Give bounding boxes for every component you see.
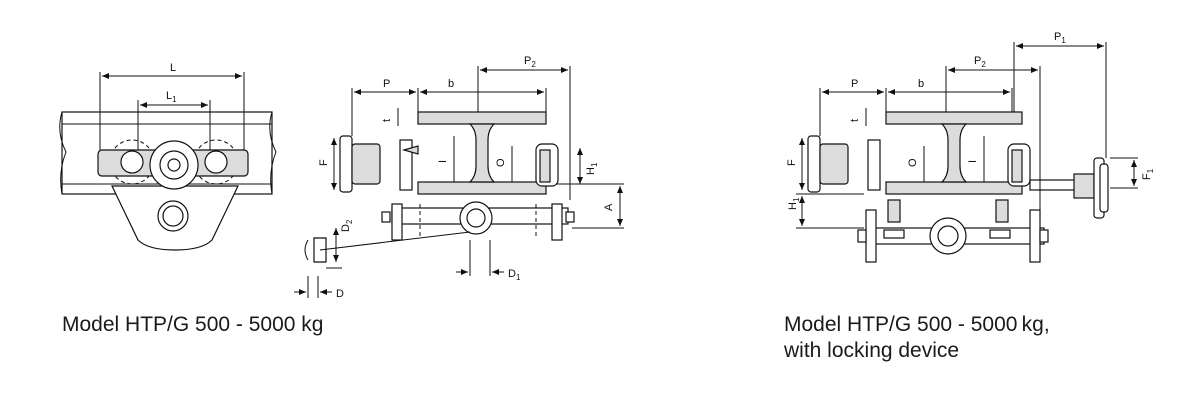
dim-P2-right: P2 — [974, 55, 986, 69]
dim-t: t — [381, 119, 393, 122]
front-view-trolley: P b P2 t F H1 A I O D2 D1 D — [294, 55, 624, 300]
caption-model-htp-g-locking: Model HTP/G 500 - 5000 kg, with locking … — [784, 312, 1050, 364]
caption-right-line1: Model HTP/G 500 - 5000 kg, — [784, 313, 1050, 336]
dim-I: I — [437, 160, 449, 163]
dim-F-right: F — [786, 159, 798, 166]
dim-O: O — [495, 158, 507, 167]
dim-O-right: O — [907, 158, 919, 167]
dim-b: b — [448, 78, 454, 90]
dim-t-right: t — [849, 119, 861, 122]
front-view-locking-device: P b P2 P1 t F H1 O I F1 — [786, 31, 1155, 263]
dim-F1: F1 — [1141, 168, 1155, 180]
caption-left-text: Model HTP/G 500 - 5000 kg — [62, 313, 324, 336]
side-view-trolley: L L1 — [59, 62, 277, 251]
dim-D1: D1 — [508, 268, 521, 282]
dim-P: P — [383, 78, 390, 90]
dim-P1: P1 — [1054, 31, 1066, 45]
dim-b-right: b — [918, 78, 924, 90]
dim-F: F — [318, 159, 330, 166]
dim-H1: H1 — [585, 162, 599, 175]
dim-L: L — [170, 62, 176, 74]
dim-A: A — [603, 203, 615, 211]
dim-P-right: P — [851, 78, 858, 90]
dim-D: D — [336, 288, 344, 300]
dim-L1: L1 — [166, 90, 177, 104]
dim-I-right: I — [967, 160, 979, 163]
dim-H1-right: H1 — [787, 197, 801, 210]
dim-D2: D2 — [340, 219, 354, 232]
caption-right-line2: with locking device — [784, 339, 960, 362]
dim-P2: P2 — [524, 55, 536, 69]
caption-model-htp-g: Model HTP/G 500 - 5000 kg — [62, 312, 323, 338]
